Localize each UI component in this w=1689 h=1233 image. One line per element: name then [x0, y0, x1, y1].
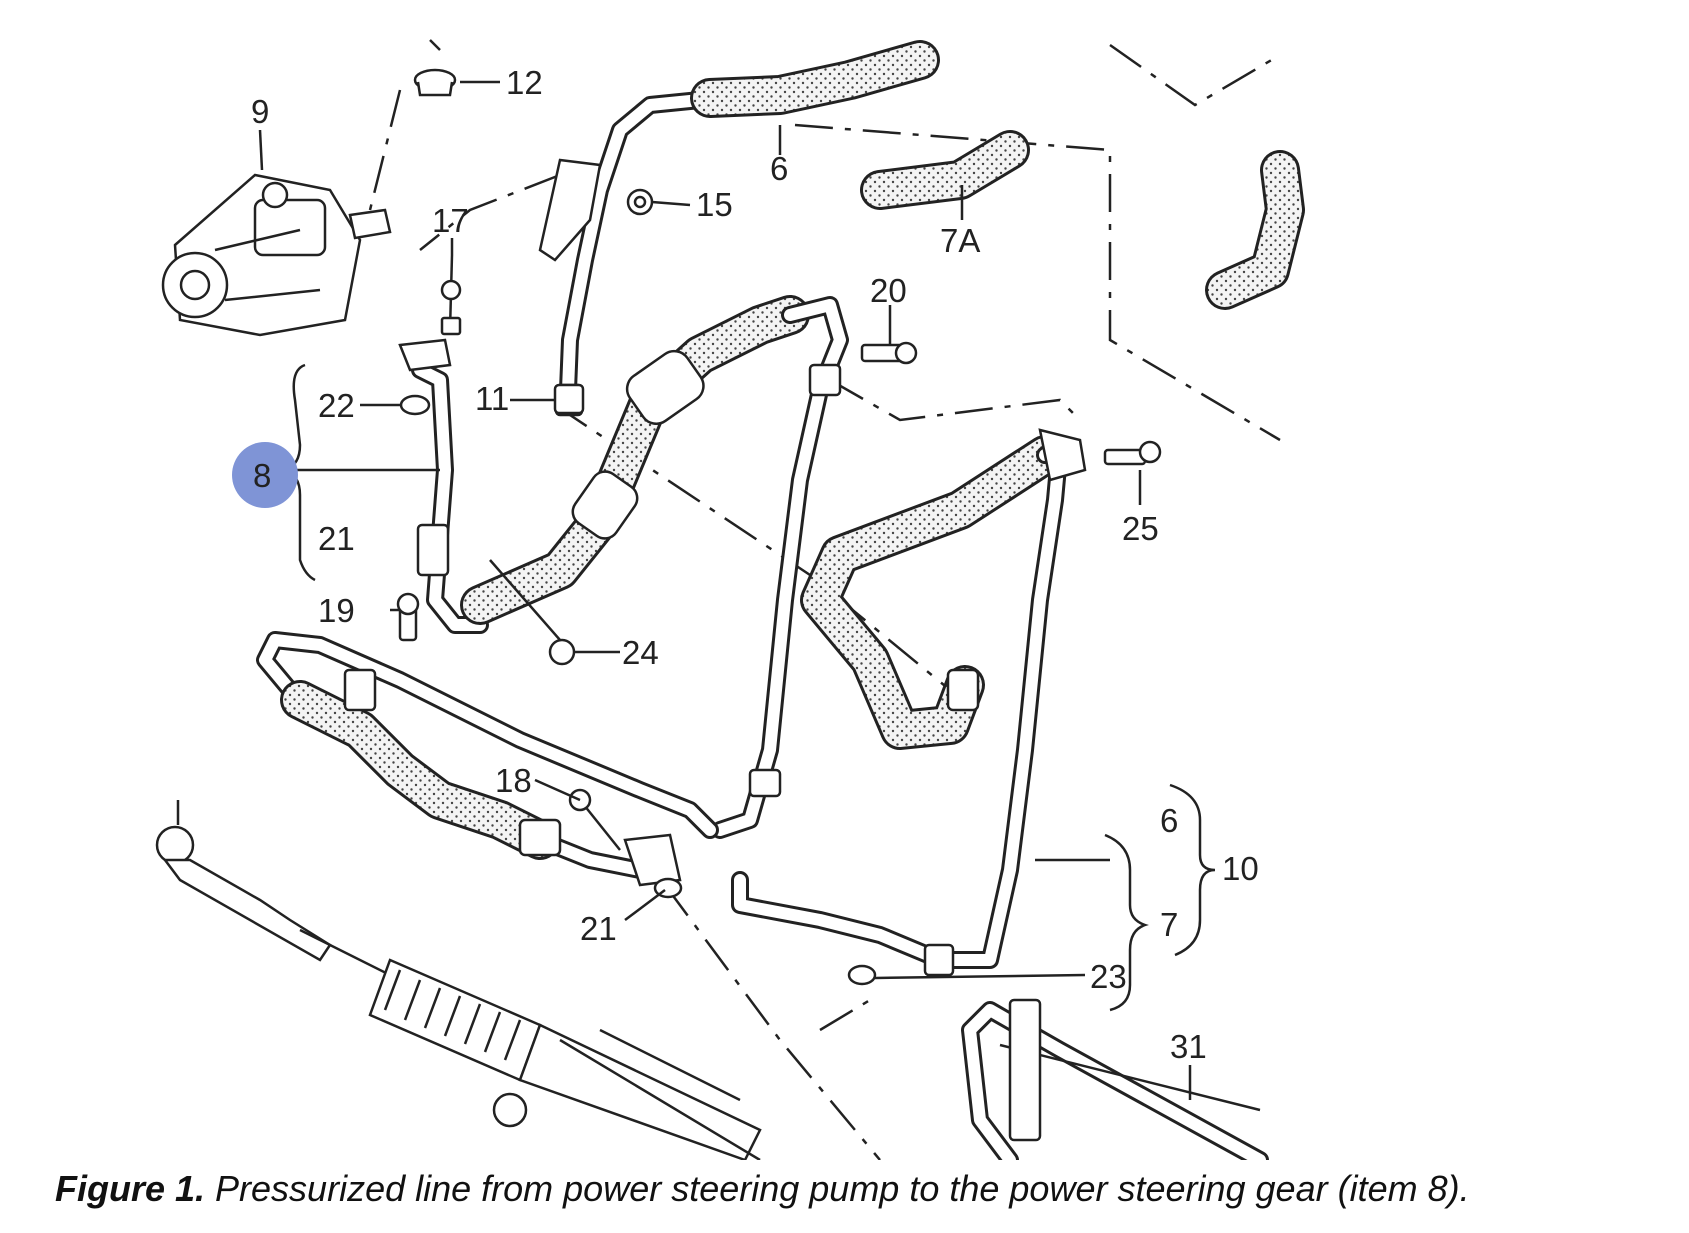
label-24: 24	[622, 634, 659, 671]
figure-caption: Figure 1. Pressurized line from power st…	[55, 1168, 1685, 1210]
label-leaders	[258, 80, 1216, 1100]
label-9: 9	[251, 93, 269, 130]
label-7: 7	[1160, 906, 1178, 943]
bolt-24	[489, 559, 576, 666]
hose-item-7A	[860, 130, 1030, 210]
seal-23	[847, 964, 877, 986]
label-19: 19	[318, 592, 355, 629]
bolt-17	[440, 254, 462, 336]
caption-prefix: Figure 1.	[55, 1168, 206, 1209]
label-25: 25	[1122, 510, 1159, 547]
label-22: 22	[318, 387, 355, 424]
bolt-25	[1103, 440, 1162, 466]
tube-bracket-31	[961, 998, 1269, 1160]
label-10: 10	[1222, 850, 1259, 887]
item-labels: 12 9 17 15 6 7A 20 11 22 8 21 25 19 24 1…	[251, 64, 1259, 1065]
right-hose-stub	[1205, 150, 1305, 310]
label-23: 23	[1090, 958, 1127, 995]
bolt-20	[860, 341, 918, 365]
label-18: 18	[495, 762, 532, 799]
label-11: 11	[475, 380, 509, 417]
label-21-bottom: 21	[580, 910, 617, 947]
return-line-item-7	[731, 428, 1087, 977]
fitting-11	[553, 383, 585, 415]
label-15: 15	[696, 186, 733, 223]
bolt-19	[396, 592, 420, 642]
main-pressure-hose	[460, 295, 849, 839]
fitting-12	[413, 39, 457, 97]
power-steering-pump	[161, 173, 392, 337]
label-17: 17	[432, 202, 469, 239]
lower-gear-lines	[256, 631, 719, 887]
upper-line-item-6	[538, 40, 940, 417]
caption-text: Pressurized line from power steering pum…	[205, 1168, 1470, 1209]
label-6-right: 6	[1160, 802, 1178, 839]
parts-diagram: 12 9 17 15 6 7A 20 11 22 8 21 25 19 24 1…	[155, 39, 1305, 1160]
pressure-line-item-8	[398, 338, 489, 634]
seal-22	[399, 394, 431, 416]
steering-gear	[155, 800, 762, 1160]
label-31: 31	[1170, 1028, 1207, 1065]
label-8: 8	[253, 457, 271, 494]
label-21-left: 21	[318, 520, 355, 557]
highlight-marker-item-8	[232, 442, 298, 508]
label-20: 20	[870, 272, 907, 309]
nut-15	[626, 188, 654, 216]
label-7A: 7A	[940, 222, 980, 259]
label-12: 12	[506, 64, 543, 101]
label-6-top: 6	[770, 150, 788, 187]
